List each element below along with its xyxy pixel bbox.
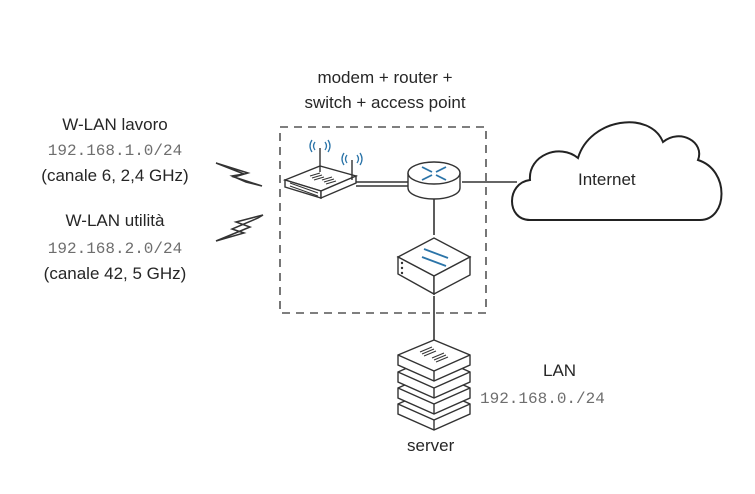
router-icon: [407, 161, 461, 200]
device-box-border: [279, 126, 487, 314]
wlan-utility-channel: (canale 42, 5 GHz): [43, 264, 187, 283]
lan-name: LAN: [543, 361, 577, 380]
switch-icon: [396, 237, 472, 296]
wireless-signal-icon: [215, 162, 263, 187]
device-box-title-line1: modem + router +: [317, 68, 453, 87]
server-label: server: [407, 436, 455, 455]
wlan-work-channel: (canale 6, 2,4 GHz): [41, 166, 189, 185]
wireless-signal-icon-2: [215, 214, 264, 242]
wlan-utility-name: W-LAN utilità: [65, 211, 165, 230]
server-icon: [397, 339, 471, 431]
internet-cloud-icon: [511, 121, 723, 221]
wlan-utility-subnet: 192.168.2.0/24: [47, 240, 183, 258]
wlan-work-name: W-LAN lavoro: [62, 115, 168, 134]
wlan-work-subnet: 192.168.1.0/24: [47, 142, 183, 160]
access-point-icon: [282, 139, 363, 200]
lan-subnet: 192.168.0./24: [480, 390, 605, 408]
connections: [356, 181, 517, 345]
internet-label: Internet: [578, 170, 636, 189]
device-box-title-line2: switch + access point: [304, 93, 466, 112]
